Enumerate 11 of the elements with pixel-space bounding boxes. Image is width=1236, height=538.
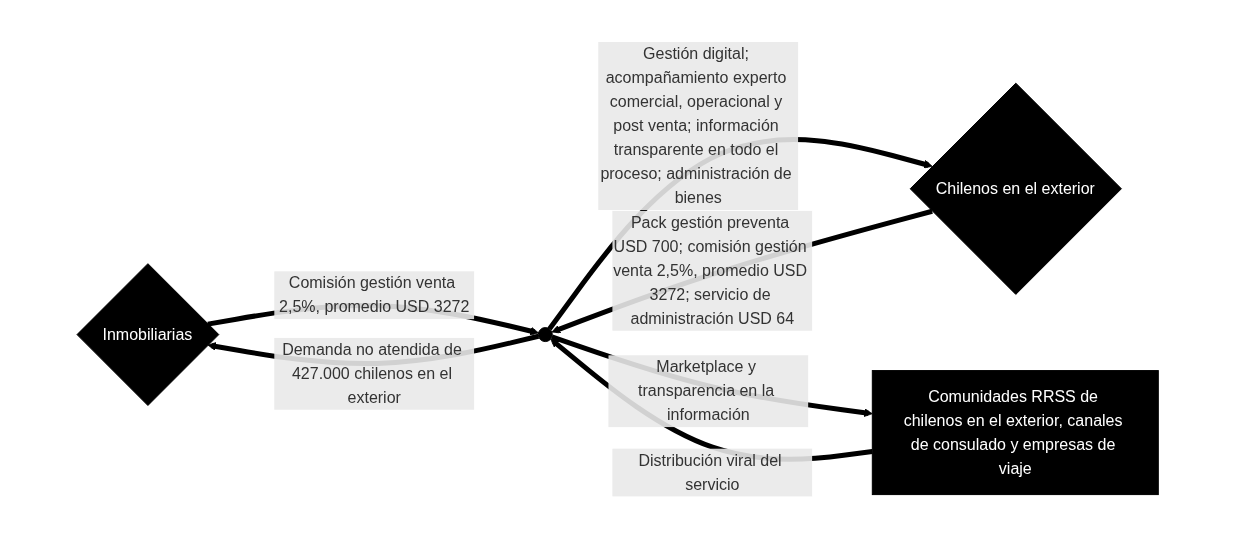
edge-label: Distribución viral del servicio bbox=[638, 451, 783, 493]
node-diamond: Inmobiliarias bbox=[76, 262, 220, 406]
edge-label: Pack gestión preventa USD 700; comisión gestión venta 2,5%, promedio USD 3272; servicio de administración USD 64 bbox=[613, 213, 808, 327]
node-diamond: Chilenos en el exterior bbox=[910, 82, 1123, 295]
edge-label: Comisión gestión venta 2,5%, promedio USD 3272 bbox=[279, 273, 470, 315]
node-circle bbox=[538, 326, 554, 342]
edge-label: Demanda no atendida de 427.000 chilenos en el exterior bbox=[282, 340, 463, 406]
arrow bbox=[547, 136, 933, 331]
edge-label: Marketplace y transparencia en la información bbox=[638, 357, 775, 423]
edge-label: Gestión digital; acompañamiento experto comercial, operacional y post venta; información transparente en todo el proceso; administración de bienes bbox=[600, 44, 792, 206]
node-box: Comunidades RRSS de chilenos en el exterior, canales de consulado y empresas de viaje bbox=[872, 369, 1160, 495]
